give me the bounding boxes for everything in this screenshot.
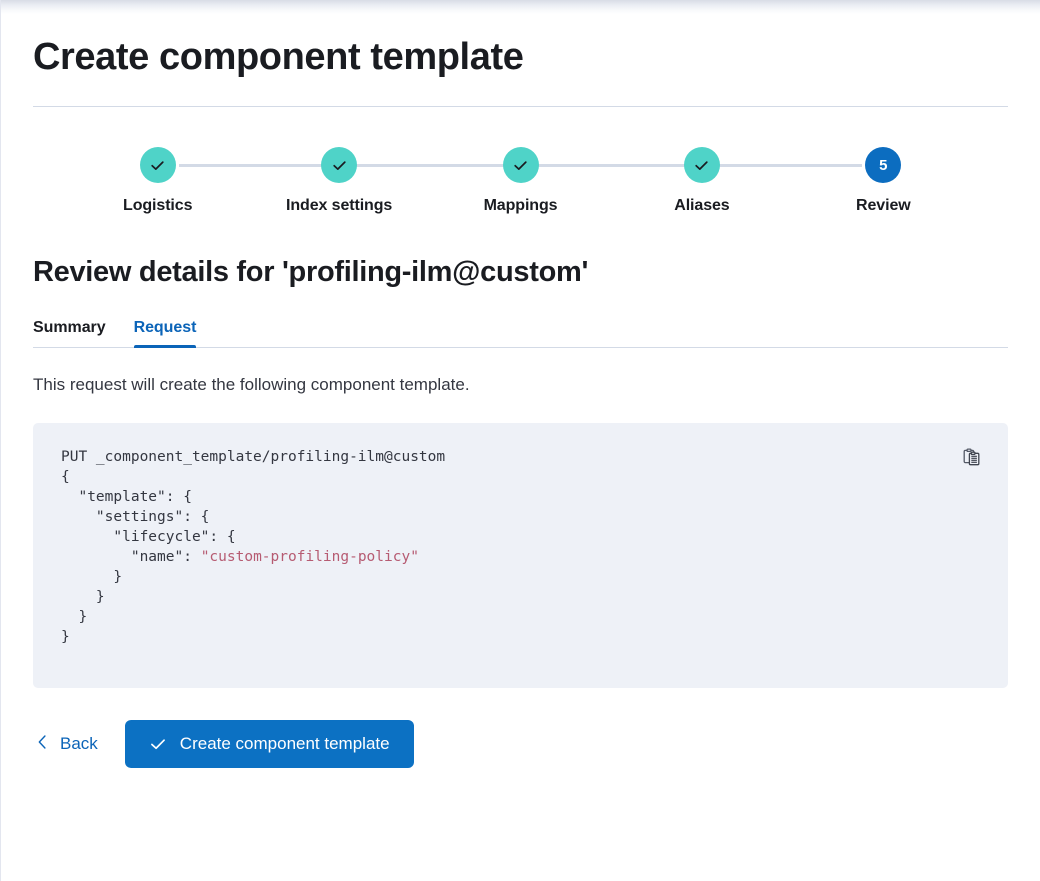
create-component-template-button[interactable]: Create component template	[124, 720, 414, 768]
step-status-circle: 5	[865, 147, 902, 183]
request-code-block: PUT _component_template/profiling-ilm@cu…	[33, 423, 1008, 688]
request-description: This request will create the following c…	[33, 375, 470, 394]
request-body-before: { "template": { "settings": { "lifecycle…	[61, 469, 236, 565]
check-icon	[512, 157, 529, 174]
review-heading: Review details for 'profiling-ilm@custom…	[33, 256, 589, 288]
wizard-step-index-settings[interactable]: Index settings	[248, 147, 429, 215]
check-icon	[331, 157, 348, 174]
step-label: Logistics	[123, 197, 193, 214]
wizard-step-indicator: Logistics Index settings	[33, 147, 1008, 215]
back-button[interactable]: Back	[33, 727, 100, 762]
step-status-circle	[683, 147, 720, 183]
check-icon	[149, 735, 167, 753]
request-body-after: } } } }	[61, 569, 123, 645]
step-label: Mappings	[483, 197, 558, 214]
step-status-circle	[502, 147, 539, 183]
request-code: PUT _component_template/profiling-ilm@cu…	[61, 447, 980, 647]
wizard-step-logistics[interactable]: Logistics	[67, 147, 248, 215]
wizard-step-review[interactable]: 5 Review	[793, 147, 974, 215]
review-tabs: Summary Request	[33, 319, 1008, 348]
check-icon	[693, 157, 710, 174]
step-status-circle	[139, 147, 176, 183]
page-content: Create component template Logistics	[1, 0, 1040, 808]
chevron-left-icon	[35, 733, 50, 756]
tab-request[interactable]: Request	[133, 319, 196, 348]
wizard-actions: Back Create component template	[33, 720, 1008, 808]
step-label: Aliases	[674, 197, 730, 214]
wizard-step-aliases[interactable]: Aliases	[611, 147, 792, 215]
request-method-line: PUT _component_template/profiling-ilm@cu…	[61, 449, 446, 465]
step-label: Index settings	[286, 197, 393, 214]
clipboard-copy-icon[interactable]	[958, 443, 986, 471]
request-string-value: "custom-profiling-policy"	[200, 549, 419, 565]
step-label: Review	[856, 197, 911, 214]
page-title: Create component template	[33, 36, 524, 78]
back-button-label: Back	[60, 734, 98, 753]
step-status-circle	[321, 147, 358, 183]
title-divider	[33, 106, 1008, 107]
check-icon	[149, 157, 166, 174]
create-component-template-label: Create component template	[179, 734, 390, 753]
tab-summary[interactable]: Summary	[33, 319, 106, 347]
wizard-step-mappings[interactable]: Mappings	[430, 147, 611, 215]
